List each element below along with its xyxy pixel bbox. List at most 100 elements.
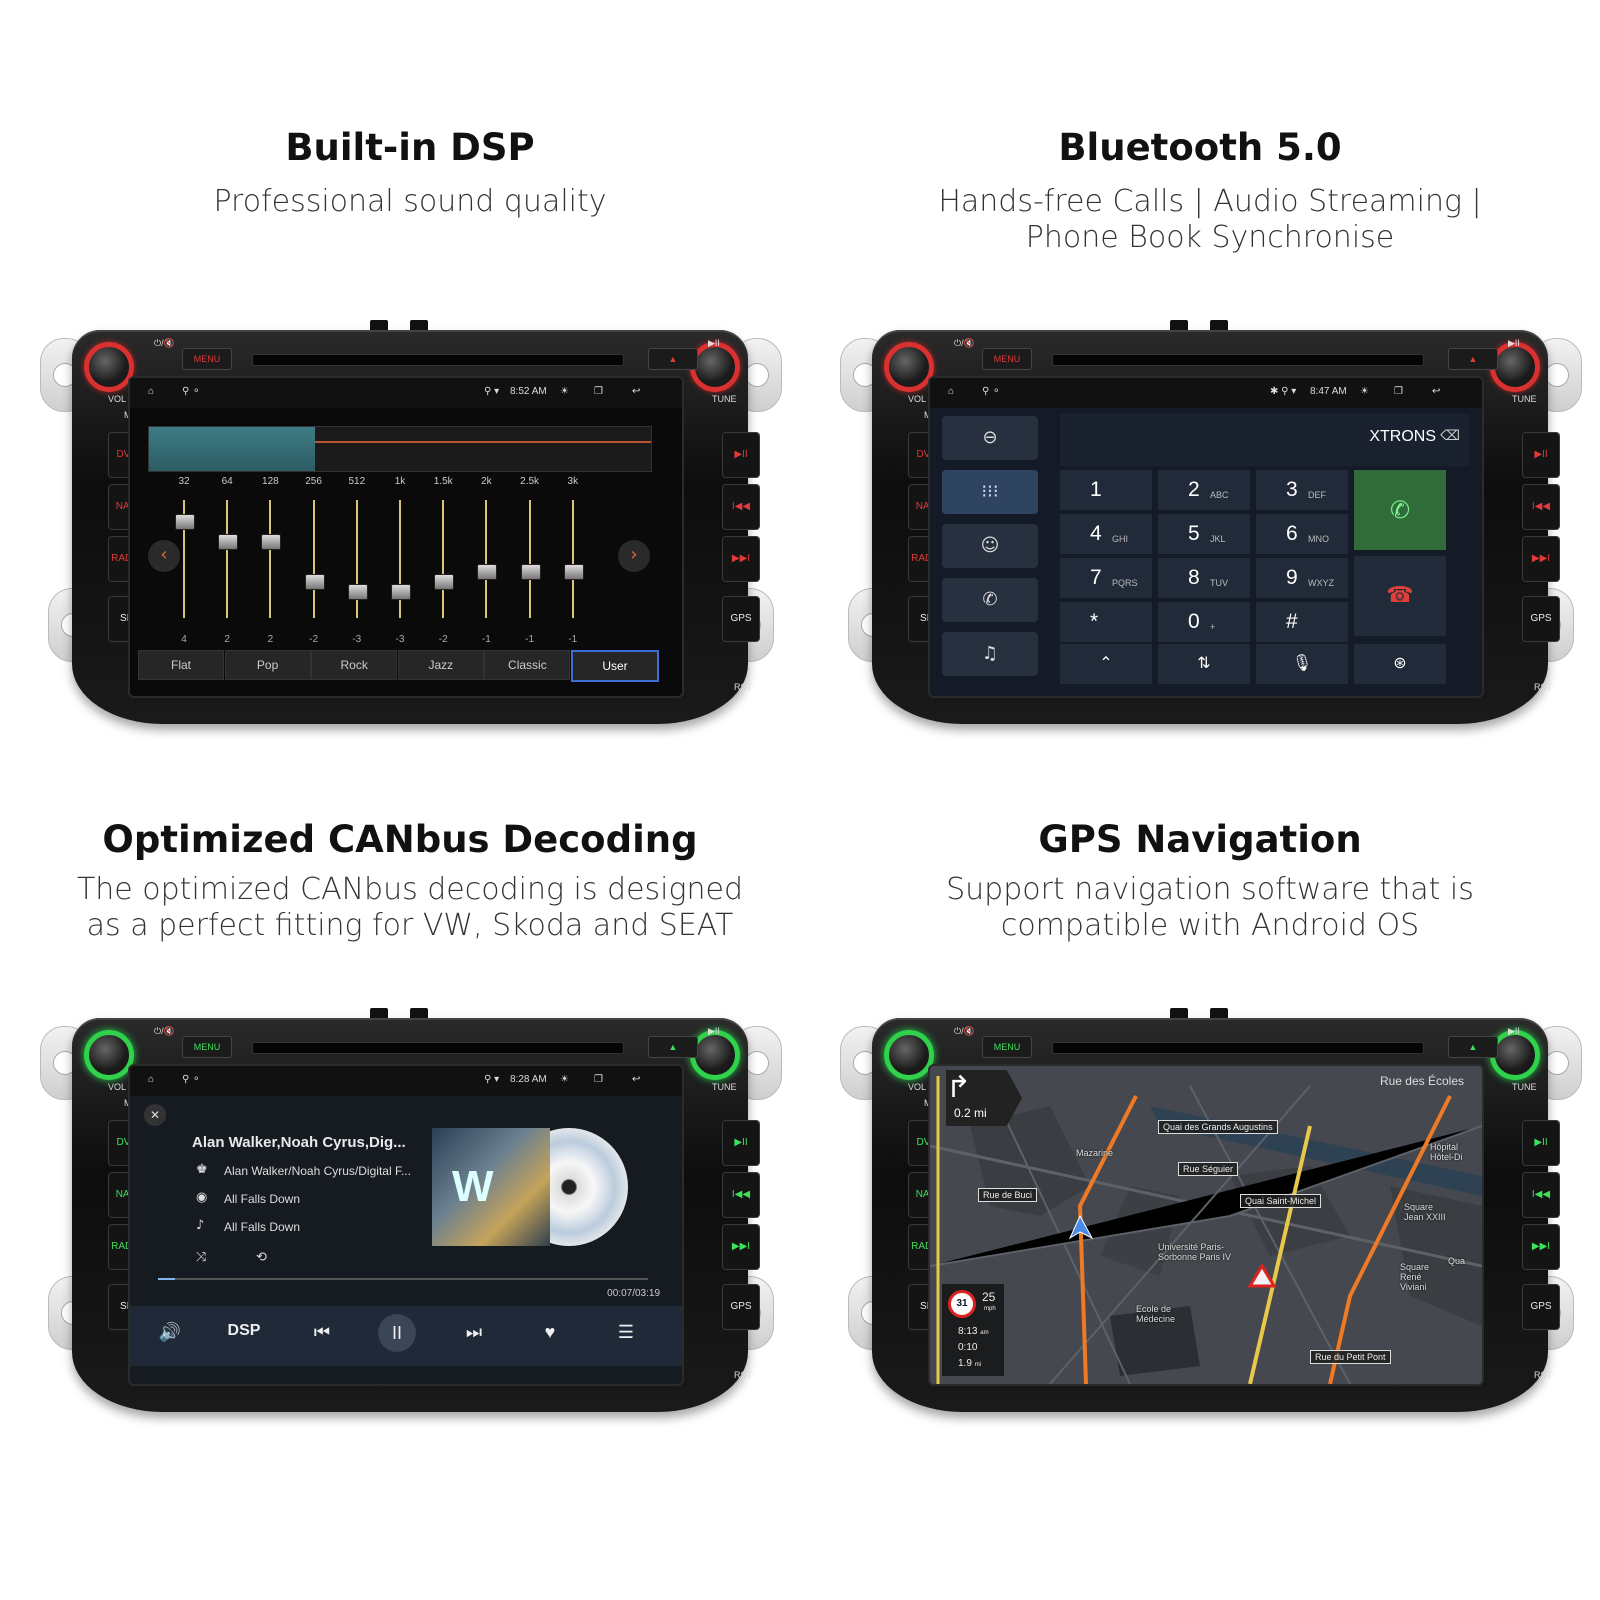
backspace-icon[interactable]: ⌫ (1440, 428, 1460, 444)
back-icon[interactable]: ↩ (632, 386, 641, 397)
recent-apps-icon[interactable]: ❐ (594, 1074, 603, 1085)
eq-slider-track[interactable] (226, 500, 229, 618)
gps-button[interactable]: GPS (1522, 596, 1560, 642)
eq-slider-track[interactable] (312, 500, 315, 618)
link-icon[interactable]: ⊖ (942, 416, 1038, 460)
play-pause-button[interactable]: ▶II (1522, 432, 1560, 478)
eq-slider-knob[interactable] (391, 584, 411, 600)
rst-label[interactable]: RST (734, 1370, 752, 1380)
transfer-icon[interactable]: ⇅ (1158, 644, 1250, 684)
eq-slider-knob[interactable] (434, 574, 455, 590)
eq-slider-knob[interactable] (520, 564, 541, 580)
next-button[interactable]: ▶▶I (1522, 536, 1560, 582)
eq-slider-knob[interactable] (175, 514, 195, 530)
eq-slider-knob[interactable] (563, 564, 584, 580)
eq-slider-track[interactable] (399, 500, 401, 618)
pause-icon[interactable]: II (378, 1314, 416, 1352)
eq-preset-button[interactable]: Classic (484, 650, 571, 680)
eq-slider-knob[interactable] (304, 574, 325, 590)
home-icon[interactable]: ⌂ (148, 1074, 155, 1085)
eq-preset-button[interactable]: Rock (311, 650, 398, 680)
mute-mic-icon[interactable]: 🎙 (1256, 644, 1348, 684)
prev-arrow-icon[interactable]: ‹ (148, 540, 180, 572)
eq-preset-button[interactable]: Pop (224, 650, 311, 680)
eq-slider-knob[interactable] (477, 564, 498, 580)
arrow-up-icon[interactable]: ⌃ (1060, 644, 1152, 684)
prev-button[interactable]: I◀◀ (1522, 484, 1560, 530)
hang-up-icon[interactable]: ☎ (1354, 556, 1446, 636)
eject-button[interactable]: ▲ (648, 348, 698, 370)
eq-slider-track[interactable] (571, 500, 574, 618)
progress-bar[interactable] (158, 1278, 648, 1280)
eq-preset-button[interactable]: Flat (138, 650, 224, 680)
dial-key[interactable]: 0+ (1158, 602, 1250, 642)
menu-button[interactable]: MENU (982, 1036, 1032, 1058)
rst-label[interactable]: RST (734, 682, 752, 692)
menu-button[interactable]: MENU (982, 348, 1032, 370)
back-icon[interactable]: ↩ (632, 1074, 641, 1085)
menu-button[interactable]: MENU (182, 1036, 232, 1058)
dsp-button[interactable]: DSP (227, 1322, 261, 1339)
home-icon[interactable]: ⌂ (948, 386, 955, 397)
play-pause-button[interactable]: ▶II (722, 432, 760, 478)
call-icon[interactable]: ✆ (1354, 470, 1446, 550)
volume-icon[interactable]: 🔊 (158, 1322, 182, 1342)
eq-slider-knob[interactable] (218, 534, 239, 550)
shuffle-icon[interactable]: ⤨ (196, 1250, 207, 1265)
home-icon[interactable]: ⌂ (148, 386, 155, 397)
next-button[interactable]: ▶▶I (1522, 1224, 1560, 1270)
repeat-icon[interactable]: ⟲ (256, 1250, 267, 1265)
eq-slider-knob[interactable] (347, 584, 368, 600)
eq-slider-track[interactable] (269, 500, 272, 618)
prev-button[interactable]: I◀◀ (1522, 1172, 1560, 1218)
play-pause-button[interactable]: ▶II (722, 1120, 760, 1166)
recent-apps-icon[interactable]: ❐ (594, 386, 603, 397)
play-pause-icon[interactable]: ▶II (1508, 338, 1520, 348)
eq-slider-track[interactable] (528, 500, 531, 618)
heart-icon[interactable]: ♥ (544, 1322, 556, 1342)
brightness-icon[interactable]: ☀ (560, 1074, 569, 1085)
power-mute-icon[interactable]: ⏻/🔇 (954, 338, 975, 348)
eq-slider-track[interactable] (442, 500, 445, 618)
next-button[interactable]: ▶▶I (722, 1224, 760, 1270)
play-pause-icon[interactable]: ▶II (1508, 1026, 1520, 1036)
eq-slider-track[interactable] (355, 500, 358, 618)
power-mute-icon[interactable]: ⏻/🔇 (954, 1026, 975, 1036)
prev-button[interactable]: I◀◀ (722, 1172, 760, 1218)
recent-apps-icon[interactable]: ❐ (1394, 386, 1403, 397)
eject-button[interactable]: ▲ (1448, 348, 1498, 370)
tune-knob[interactable] (690, 1030, 740, 1080)
next-track-icon[interactable]: ⏭ (465, 1322, 483, 1342)
contacts-icon[interactable]: ☺ (942, 524, 1038, 568)
call-log-icon[interactable]: ✆ (942, 578, 1038, 622)
gps-button[interactable]: GPS (722, 596, 760, 642)
next-arrow-icon[interactable]: › (618, 540, 650, 572)
playlist-icon[interactable]: ☰ (617, 1322, 635, 1342)
play-pause-icon[interactable]: ▶II (708, 1026, 720, 1036)
eq-slider-track[interactable] (485, 500, 488, 618)
eq-slider-track[interactable] (183, 500, 185, 618)
volume-knob[interactable] (84, 1030, 134, 1080)
volume-knob[interactable] (884, 1030, 934, 1080)
rst-label[interactable]: RST (1534, 1370, 1552, 1380)
rst-label[interactable]: RST (1534, 682, 1552, 692)
eject-button[interactable]: ▲ (1448, 1036, 1498, 1058)
eq-preset-button[interactable]: User (571, 650, 659, 682)
power-mute-icon[interactable]: ⏻/🔇 (154, 338, 175, 348)
eject-button[interactable]: ▲ (648, 1036, 698, 1058)
volume-knob[interactable] (84, 342, 134, 392)
dial-key[interactable]: * (1060, 602, 1152, 642)
dial-key[interactable]: # (1256, 602, 1348, 642)
volume-knob[interactable] (884, 342, 934, 392)
power-mute-icon[interactable]: ⏻/🔇 (154, 1026, 175, 1036)
brightness-icon[interactable]: ☀ (560, 386, 569, 397)
prev-button[interactable]: I◀◀ (722, 484, 760, 530)
next-button[interactable]: ▶▶I (722, 536, 760, 582)
map-view[interactable]: ↱0.2 mi Rue des Écoles Quai des Grands A… (930, 1066, 1482, 1384)
